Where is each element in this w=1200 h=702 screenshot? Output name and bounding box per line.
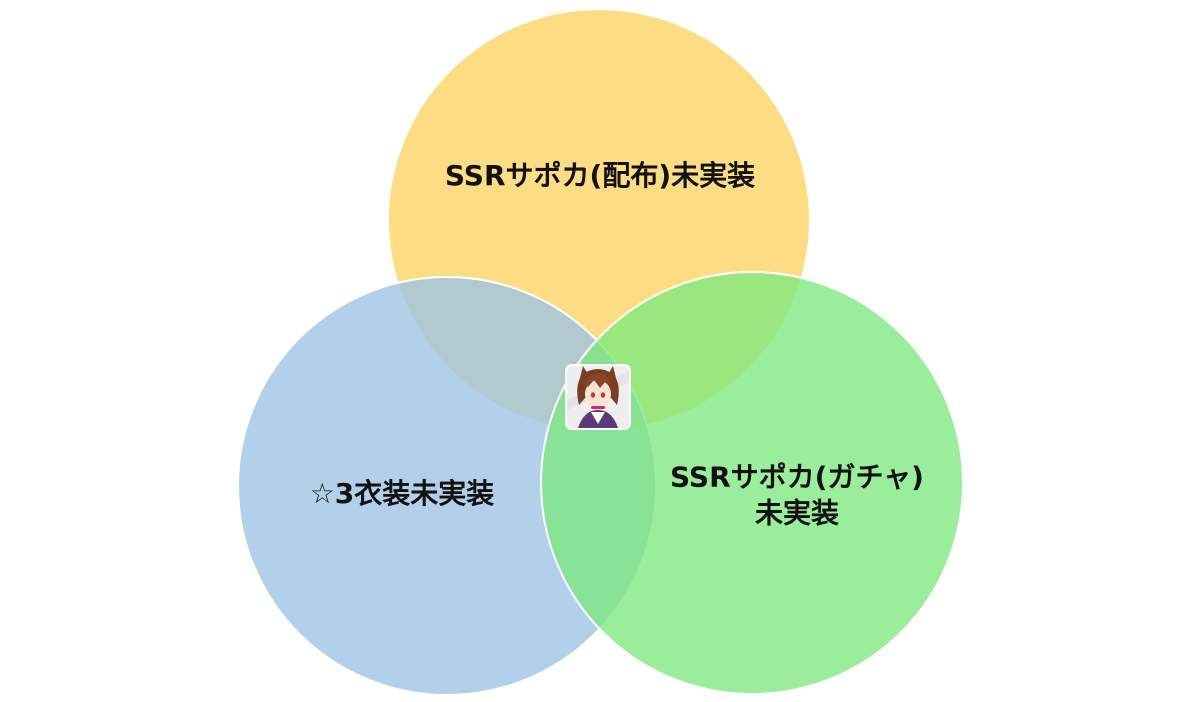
set-label-left: ☆3衣装未実装 bbox=[309, 476, 495, 510]
set-label-right-line2: 未実装 bbox=[754, 497, 840, 530]
set-label-right-line1: SSRサポカ(ガチャ) bbox=[670, 460, 924, 494]
character-portrait-icon bbox=[565, 364, 631, 430]
set-label-right: SSRサポカ(ガチャ) 未実装 bbox=[670, 460, 924, 533]
circle-right bbox=[540, 271, 964, 695]
set-label-top: SSRサポカ(配布)未実装 bbox=[444, 158, 756, 192]
